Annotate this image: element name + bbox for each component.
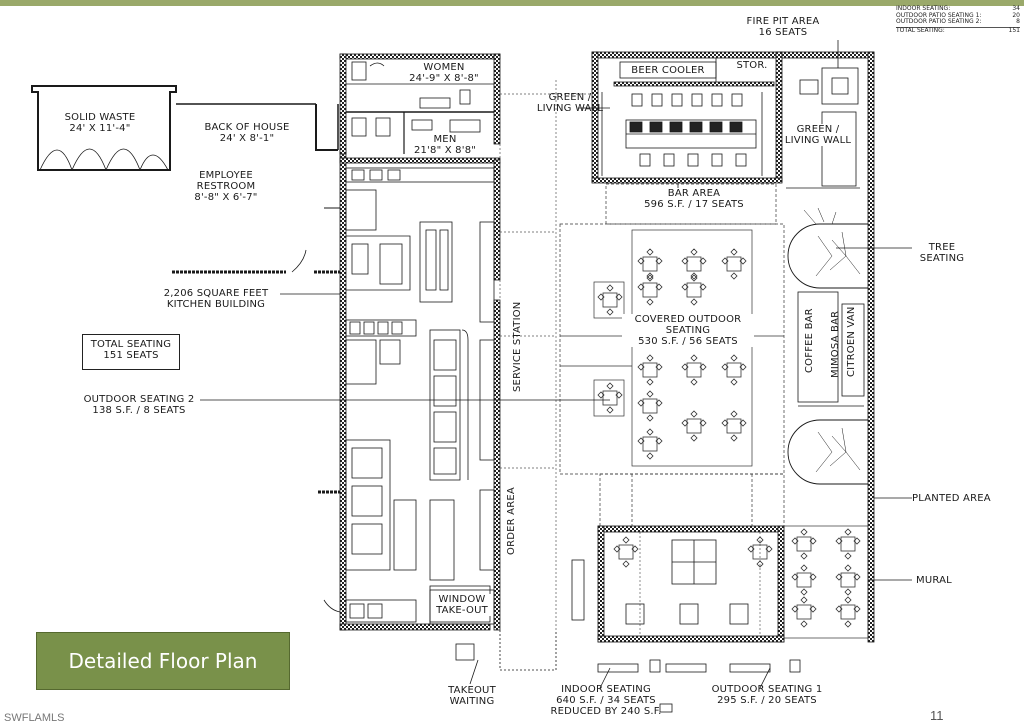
coffee-bar-label: COFFEE BAR <box>804 308 815 374</box>
kitchen-equipment <box>323 167 495 623</box>
seating-row-label: OUTDOOR PATIO SEATING 2: <box>896 18 982 25</box>
coffee-mimosa-bar <box>797 291 865 407</box>
seating-total-label: TOTAL SEATING: <box>896 26 945 34</box>
beer-cooler-label: BEER COOLER <box>622 65 714 76</box>
seating-row: OUTDOOR PATIO SEATING 2: 8 <box>896 18 1020 26</box>
bar-interior <box>601 58 763 176</box>
indoor-seating-tables <box>613 536 773 568</box>
mural-label: MURAL <box>916 575 952 586</box>
indoor-seating-furniture <box>625 532 761 636</box>
seating-row-value: 8 <box>1016 18 1020 25</box>
bar-building <box>591 51 783 184</box>
seating-row: INDOOR SEATING: 34 <box>896 5 1020 13</box>
outdoor-seating-1-tables <box>791 528 861 628</box>
green-living-wall-left-label: GREEN /LIVING WALL <box>536 92 604 114</box>
fire-pit-area <box>781 51 875 643</box>
total-seating-box <box>82 334 180 370</box>
citroen-van-label: CITROEN VAN <box>846 306 857 378</box>
seating-row: OUTDOOR PATIO SEATING 1: 20 <box>896 11 1020 20</box>
service-station-label: SERVICE STATION <box>512 301 523 393</box>
seating-row-label: INDOOR SEATING: <box>896 5 951 12</box>
mls-watermark: SWFLAMLS <box>4 712 65 724</box>
service-corridor <box>499 80 590 630</box>
back-of-house-walls <box>172 103 342 494</box>
covered-outdoor-seating <box>559 223 785 475</box>
seating-total-row: TOTAL SEATING: 151 <box>896 26 1020 35</box>
seating-summary-table: INDOOR SEATING: 34 OUTDOOR PATIO SEATING … <box>896 5 1020 35</box>
slide-title-badge: Detailed Floor Plan <box>36 632 290 690</box>
seating-row-label: OUTDOOR PATIO SEATING 1: <box>896 11 982 19</box>
kitchen-building-walls <box>339 53 501 631</box>
seating-total-value: 151 <box>1008 26 1020 34</box>
mimosa-bar-label: MIMOSA BAR <box>830 310 841 378</box>
page-number: 11 <box>930 708 944 723</box>
outdoor-seating-1 <box>783 525 869 639</box>
green-living-wall-right-label: GREEN /LIVING WALL <box>784 124 852 146</box>
seating-row-value: 20 <box>1012 11 1020 19</box>
order-area <box>429 559 801 713</box>
covered-seating-tables <box>597 248 747 460</box>
seating-row-value: 34 <box>1012 5 1020 12</box>
restrooms <box>346 61 494 154</box>
indoor-seating-building <box>597 525 785 643</box>
planted-area-label: PLANTED AREA <box>912 493 991 504</box>
top-accent-bar <box>0 0 1024 6</box>
slide-title: Detailed Floor Plan <box>68 649 258 673</box>
lower-dashed-area <box>599 473 785 527</box>
order-area-label: ORDER AREA <box>506 487 517 555</box>
storage-label: STOR. <box>736 60 768 71</box>
tree-seating <box>787 207 868 485</box>
